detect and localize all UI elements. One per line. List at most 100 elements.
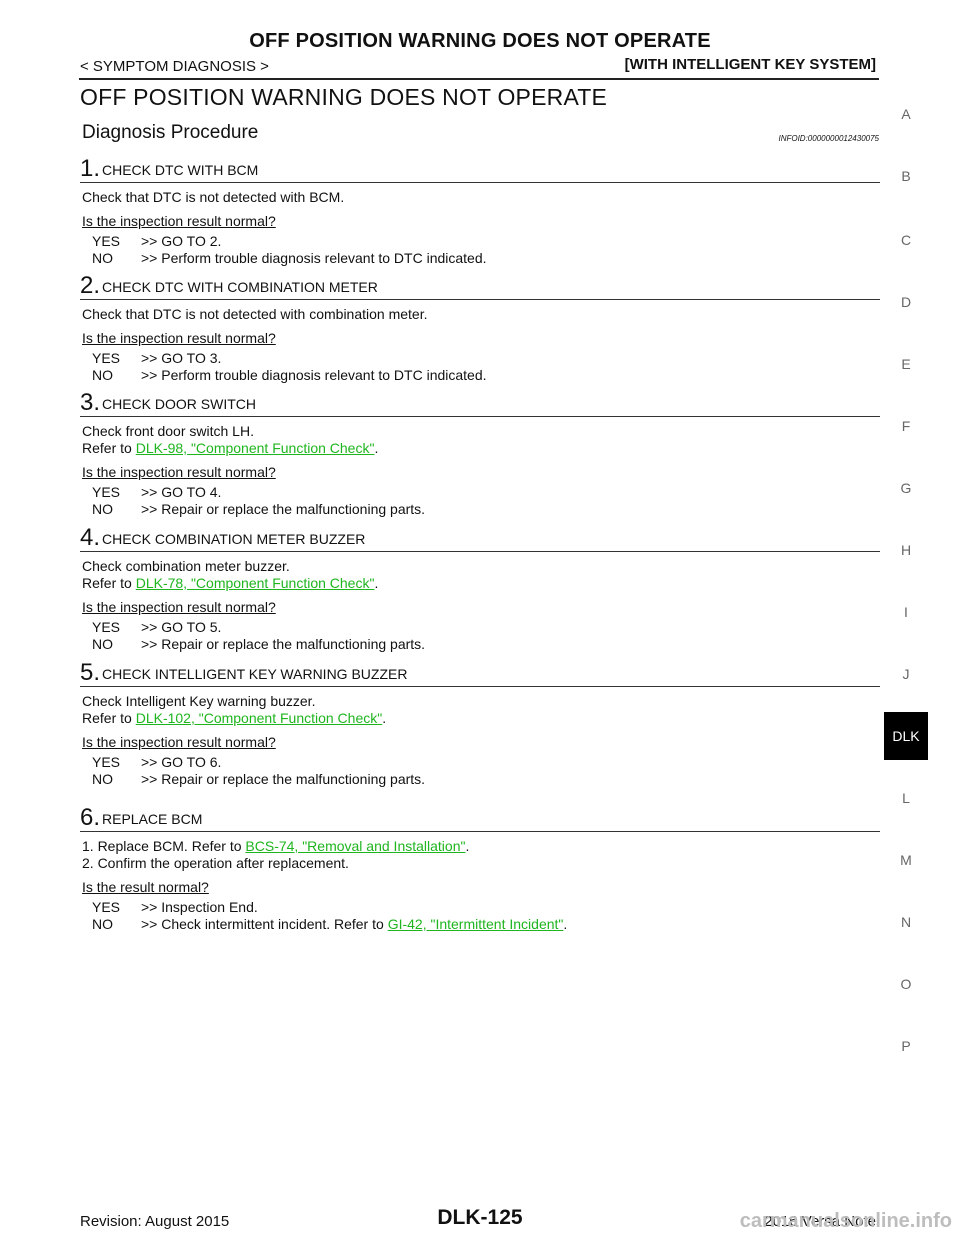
no-label: NO [92, 501, 113, 517]
yes-answer: >> GO TO 6. [141, 754, 222, 770]
section-title: Diagnosis Procedure [82, 122, 259, 143]
yes-label: YES [92, 233, 121, 249]
refer-prefix: Refer to [82, 710, 136, 726]
reference-link[interactable]: DLK-78, "Component Function Check" [135, 575, 375, 591]
yes-answer: >> Inspection End. [141, 899, 258, 915]
footer-revision: Revision: August 2015 [80, 1213, 230, 1230]
page-header-title: OFF POSITION WARNING DOES NOT OPERATE [249, 30, 711, 52]
step-1: 1. CHECK DTC WITH BCM Check that DTC is … [80, 152, 880, 267]
list-item-text: 1. Replace BCM. Refer to [82, 838, 246, 854]
list-item-suffix: . [465, 838, 470, 854]
step-header: 1. CHECK DTC WITH BCM [80, 152, 880, 183]
header-divider [79, 78, 879, 80]
section-tab-n[interactable]: N [900, 914, 912, 930]
step-body: Check that DTC is not detected with comb… [82, 306, 428, 322]
yes-answer: >> GO TO 5. [141, 619, 222, 635]
page-title: OFF POSITION WARNING DOES NOT OPERATE [80, 84, 608, 110]
step-number: 4. [80, 524, 101, 551]
step-number: 5. [80, 659, 101, 686]
no-answer: >> Perform trouble diagnosis relevant to… [141, 367, 487, 383]
step-title: CHECK DOOR SWITCH [102, 396, 256, 412]
step-question: Is the inspection result normal? [82, 330, 276, 346]
section-tab-j[interactable]: J [902, 666, 910, 682]
section-tab-d[interactable]: D [900, 294, 912, 310]
no-answer: >> Check intermittent incident. Refer to… [141, 916, 567, 933]
step-reference: Refer to DLK-98, "Component Function Che… [82, 440, 880, 457]
step-question: Is the inspection result normal? [82, 213, 276, 229]
section-tab-p[interactable]: P [901, 1038, 911, 1054]
section-tab-a[interactable]: A [901, 106, 911, 122]
section-tab-h[interactable]: H [900, 542, 912, 558]
section-tab-c[interactable]: C [900, 232, 912, 248]
step-reference: Refer to DLK-78, "Component Function Che… [82, 575, 880, 592]
step-title: CHECK COMBINATION METER BUZZER [102, 531, 366, 547]
section-tab-i[interactable]: I [904, 604, 908, 620]
yes-answer: >> GO TO 3. [141, 350, 222, 366]
no-answer: >> Repair or replace the malfunctioning … [141, 771, 426, 787]
step-6: 6. REPLACE BCM 1. Replace BCM. Refer to … [80, 801, 880, 933]
section-tab-m[interactable]: M [900, 852, 912, 868]
refer-suffix: . [374, 575, 379, 591]
step-2: 2. CHECK DTC WITH COMBINATION METER Chec… [80, 269, 880, 384]
reference-link[interactable]: BCS-74, "Removal and Installation" [245, 838, 466, 854]
page-number: DLK-125 [437, 1206, 523, 1229]
reference-link[interactable]: GI-42, "Intermittent Incident" [387, 916, 564, 932]
no-label: NO [92, 771, 113, 787]
step-body: Check that DTC is not detected with BCM. [82, 189, 345, 205]
info-id: INFOID:0000000012430075 [778, 134, 879, 143]
step-body: Check combination meter buzzer. [82, 558, 290, 574]
step-title: CHECK INTELLIGENT KEY WARNING BUZZER [102, 666, 408, 682]
step-reference: Refer to DLK-102, "Component Function Ch… [82, 710, 880, 727]
no-answer-text: >> Check intermittent incident. Refer to [141, 916, 388, 932]
refer-prefix: Refer to [82, 575, 136, 591]
header-system-label: [WITH INTELLIGENT KEY SYSTEM] [624, 56, 876, 73]
step-answers: YES >> GO TO 5. NO >> Repair or replace th… [92, 619, 880, 653]
step-header: 4. CHECK COMBINATION METER BUZZER [80, 521, 880, 552]
yes-label: YES [92, 350, 121, 366]
no-answer: >> Repair or replace the malfunctioning … [141, 501, 426, 517]
step-question: Is the inspection result normal? [82, 734, 276, 750]
section-tab-b[interactable]: B [901, 168, 911, 184]
yes-label: YES [92, 619, 121, 635]
reference-link[interactable]: DLK-102, "Component Function Check" [135, 710, 383, 726]
step-body: Check front door switch LH. [82, 423, 254, 439]
refer-prefix: Refer to [82, 440, 136, 456]
step-4: 4. CHECK COMBINATION METER BUZZER Check … [80, 521, 880, 653]
footer-model: 2016 Versa Note [764, 1213, 876, 1230]
step-answers: YES>> GO TO 4. NO>> Repair or replace th… [92, 484, 880, 518]
step-question: Is the result normal? [82, 879, 209, 895]
no-label: NO [92, 636, 113, 652]
step-question: Is the inspection result normal? [82, 599, 276, 615]
step-title: CHECK DTC WITH COMBINATION METER [102, 279, 378, 295]
step-header: 2. CHECK DTC WITH COMBINATION METER [80, 269, 880, 300]
refer-suffix: . [374, 440, 379, 456]
step-answers: YES >> GO TO 6. NO >> Repair or replace th… [92, 754, 880, 788]
section-tab-dlk[interactable]: DLK [884, 712, 928, 760]
section-tab-l[interactable]: L [902, 790, 910, 806]
step-answers: YES>> GO TO 2. NO>> Perform trouble diag… [92, 233, 880, 267]
yes-label: YES [92, 754, 121, 770]
no-answer-suffix: . [563, 916, 568, 932]
step-number: 3. [80, 389, 101, 416]
reference-link[interactable]: DLK-98, "Component Function Check" [135, 440, 375, 456]
yes-answer: >> GO TO 4. [141, 484, 222, 500]
watermark: carmanualsonline.info [739, 1210, 952, 1232]
step-number: 6. [80, 804, 101, 831]
section-tab-o[interactable]: O [900, 976, 912, 992]
no-label: NO [92, 916, 113, 932]
step-3: 3. CHECK DOOR SWITCH Check front door sw… [80, 386, 880, 518]
section-tab-e[interactable]: E [901, 356, 911, 372]
step-body: Check Intelligent Key warning buzzer. [82, 693, 316, 709]
step-5: 5. CHECK INTELLIGENT KEY WARNING BUZZER … [80, 656, 880, 788]
no-answer: >> Repair or replace the malfunctioning … [141, 636, 426, 652]
step-list-item-2: 2. Confirm the operation after replaceme… [82, 855, 349, 871]
step-number: 1. [80, 155, 101, 182]
section-tab-g[interactable]: G [900, 480, 912, 496]
yes-label: YES [92, 899, 121, 915]
section-tab-f[interactable]: F [901, 418, 911, 434]
step-list-item-1: 1. Replace BCM. Refer to BCS-74, "Remova… [82, 838, 880, 855]
no-label: NO [92, 367, 113, 383]
header-section-label: < SYMPTOM DIAGNOSIS > [80, 58, 269, 75]
step-header: 6. REPLACE BCM [80, 801, 880, 832]
step-title: REPLACE BCM [102, 811, 203, 827]
